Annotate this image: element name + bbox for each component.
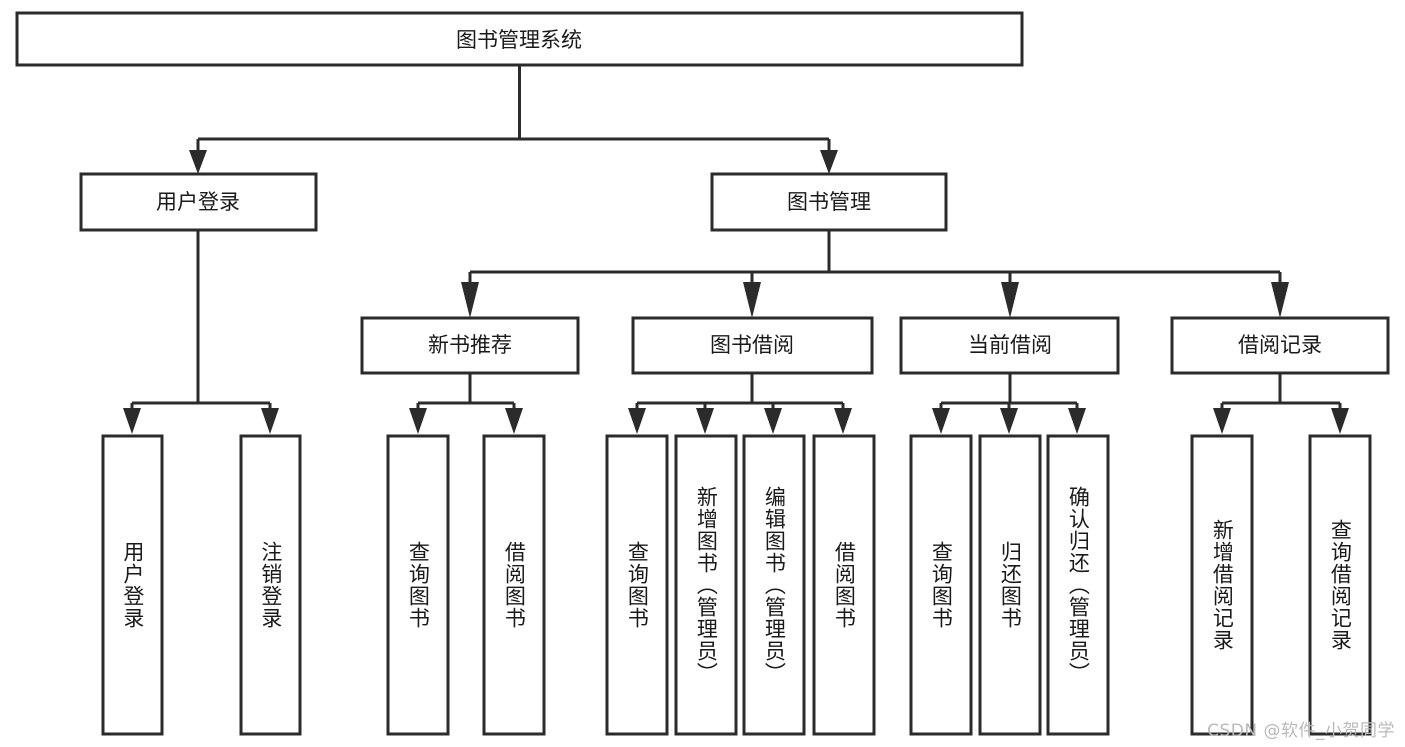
boxes-group xyxy=(15,11,1390,736)
arrow-head-user-login xyxy=(189,150,207,174)
node-borrow-record-box[interactable] xyxy=(1170,316,1390,375)
leaf-box-book-borrow-2[interactable] xyxy=(742,434,806,736)
arrow-head-book-manage xyxy=(820,150,838,174)
leaf-box-book-borrow-0[interactable] xyxy=(605,434,669,736)
arrow-head-borrowrecord-leaf-1 xyxy=(1213,408,1231,434)
node-book-borrow-box[interactable] xyxy=(631,316,874,375)
arrow-head-book-borrow xyxy=(743,282,761,318)
arrow-head-bookborrow-leaf-2 xyxy=(696,408,714,434)
arrow-head-newbook-leaf-1 xyxy=(409,408,427,434)
node-book-borrow-label: 图书借阅 xyxy=(710,333,794,357)
arrow-head-newbook-leaf-2 xyxy=(505,408,523,434)
node-current-borrow-box[interactable] xyxy=(899,316,1120,375)
leaf-box-borrow-record-1[interactable] xyxy=(1308,434,1372,736)
node-user-login-label: 用户登录 xyxy=(156,190,240,214)
arrow-head-currentborrow-leaf-1 xyxy=(932,408,950,434)
node-new-book-recommend-box[interactable] xyxy=(360,316,580,375)
connectors-group xyxy=(123,65,1349,434)
horizontal-labels-group: 图书管理系统 用户登录 图书管理 新书推荐 图书借阅 当前借阅 借阅记录 xyxy=(156,28,1322,357)
arrow-head-bookborrow-leaf-1 xyxy=(628,408,646,434)
leaf-box-current-borrow-2[interactable] xyxy=(1046,434,1110,736)
leaf-box-new-book-0[interactable] xyxy=(386,434,450,736)
arrow-head-bookborrow-leaf-3 xyxy=(764,408,782,434)
arrow-head-currentborrow-leaf-2 xyxy=(1000,408,1018,434)
leaf-box-book-borrow-3[interactable] xyxy=(812,434,876,736)
leaf-box-user-login-1[interactable] xyxy=(239,434,302,736)
node-root-label: 图书管理系统 xyxy=(456,28,582,52)
leaf-box-book-borrow-1[interactable] xyxy=(674,434,738,736)
arrow-head-new-book xyxy=(461,282,479,318)
arrow-head-leaf-user-login xyxy=(123,408,141,434)
arrow-head-leaf-logout xyxy=(261,408,279,434)
arrow-head-bookborrow-leaf-4 xyxy=(834,408,852,434)
node-borrow-record-label: 借阅记录 xyxy=(1238,333,1322,357)
node-user-login-box[interactable] xyxy=(79,172,318,232)
leaf-box-current-borrow-1[interactable] xyxy=(978,434,1042,736)
arrow-head-borrow-record xyxy=(1271,282,1289,318)
leaf-box-borrow-record-0[interactable] xyxy=(1190,434,1254,736)
node-book-manage-label: 图书管理 xyxy=(787,190,871,214)
node-new-book-recommend-label: 新书推荐 xyxy=(428,333,512,357)
leaf-box-new-book-1[interactable] xyxy=(482,434,546,736)
arrow-head-current-borrow xyxy=(1001,282,1019,318)
arrow-head-currentborrow-leaf-3 xyxy=(1068,408,1086,434)
watermark-text: CSDN @软件_小贺同学 xyxy=(1207,721,1395,741)
leaf-box-current-borrow-0[interactable] xyxy=(909,434,973,736)
arrow-head-borrowrecord-leaf-2 xyxy=(1331,408,1349,434)
node-current-borrow-label: 当前借阅 xyxy=(968,333,1052,357)
node-book-manage-box[interactable] xyxy=(710,172,948,232)
node-root-box[interactable] xyxy=(15,11,1024,67)
leaf-box-user-login-0[interactable] xyxy=(101,434,164,736)
